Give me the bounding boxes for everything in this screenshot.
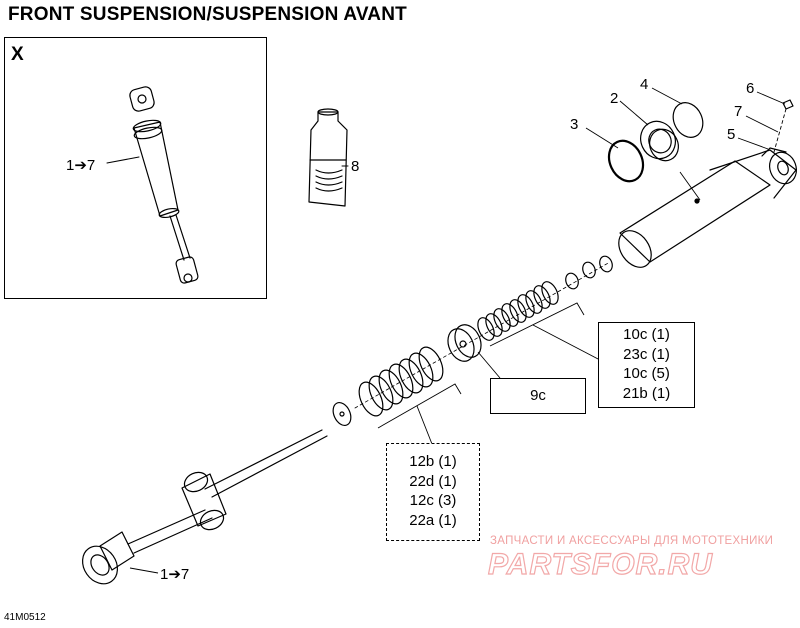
parts-box-9c: 9c: [490, 378, 586, 414]
callout-8: 8: [351, 158, 360, 175]
callout-6: 6: [746, 80, 755, 97]
parts-box-lower: 12b (1) 22d (1) 12c (3) 22a (1): [386, 443, 480, 541]
parts-box-upper-line: 21b (1): [622, 384, 671, 402]
ring-seal: [640, 120, 679, 162]
parts-box-upper-line: 10c (1): [623, 326, 670, 343]
parts-box-upper-line: 10c (5): [623, 365, 670, 382]
parts-box-lower-line: 12b (1): [409, 453, 457, 470]
inset-label: X: [11, 44, 24, 65]
parts-box-lower-line: 12c (3): [409, 492, 457, 509]
callout-5: 5: [727, 126, 736, 143]
callout-main-assembly: 1➔7: [160, 566, 190, 583]
parts-box-upper-line: 23c (1): [623, 345, 670, 363]
callout-2: 2: [610, 90, 619, 107]
inset-box: [4, 37, 267, 299]
page-title: FRONT SUSPENSION/SUSPENSION AVANT: [8, 4, 407, 25]
bolt: [782, 99, 794, 110]
callout-inset-assembly: 1➔7: [66, 157, 96, 174]
callout-4: 4: [640, 76, 649, 93]
parts-box-upper: 10c (1) 23c (1) 10c (5) 21b (1): [598, 322, 695, 408]
parts-box-lower-line: 22d (1): [409, 472, 457, 490]
watermark-tagline: ЗАПЧАСТИ И АКСЕССУАРЫ ДЛЯ МОТОТЕХНИКИ: [490, 535, 774, 547]
piston: [447, 324, 482, 362]
parts-box-9c-label: 9c: [530, 387, 546, 404]
inset-shock-assembly: [129, 86, 199, 284]
upper-shim-stack: [477, 281, 559, 341]
watermark-logo: PARTSFOR.RU: [487, 547, 713, 581]
callout-7: 7: [734, 103, 743, 120]
piston-rod: [81, 429, 328, 585]
cap-disc: [672, 102, 704, 138]
lower-shim-stack: [358, 346, 444, 417]
drawing-code: 41M0512: [4, 612, 46, 623]
oil-bottle: [308, 108, 348, 207]
shock-body: [618, 147, 797, 268]
o-ring: [607, 139, 645, 183]
callout-3: 3: [570, 116, 579, 133]
parts-box-lower-line: 22a (1): [409, 511, 457, 529]
